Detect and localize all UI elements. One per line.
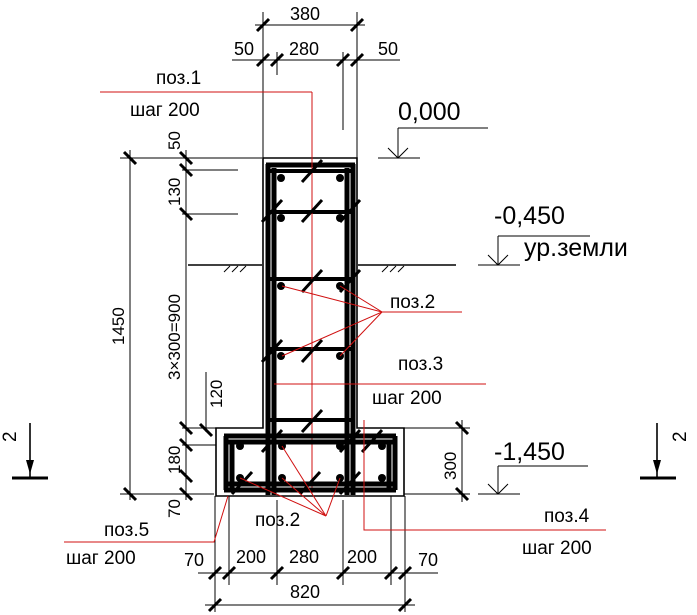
level-ground-label: ур.земли (524, 234, 628, 262)
dim-bottom-right: 200 (347, 547, 377, 567)
callout-pos5: поз.5 (104, 520, 149, 541)
callout-pos4: поз.4 (544, 506, 590, 527)
dim-left-slab: 180 (165, 446, 184, 474)
dim-bottom-middle: 280 (289, 547, 319, 567)
callout-pos2-bottom: поз.2 (255, 510, 300, 531)
level-marks: 0,000 -0,450 ур.земли -1,450 (378, 98, 628, 495)
dim-left-step2: 120 (207, 380, 226, 408)
dim-top-total: 380 (290, 4, 320, 24)
callout-pos1: поз.1 (156, 68, 201, 89)
dim-left-bottom-cover: 70 (165, 499, 184, 518)
dim-top-middle: 280 (289, 39, 319, 59)
bottom-dimensions: 70 200 280 200 70 820 (184, 496, 438, 613)
concrete-outline (215, 157, 405, 497)
callout-pos2-right: поз.2 (390, 292, 435, 313)
dim-bottom-left: 200 (236, 547, 266, 567)
dim-top-left-cover: 50 (234, 39, 254, 59)
level-top: 0,000 (398, 98, 461, 126)
dim-bottom-left-cover: 70 (184, 550, 204, 570)
dim-top-right-cover: 50 (378, 39, 398, 59)
dim-left-step: 130 (165, 178, 184, 206)
dim-bottom-total: 820 (290, 582, 320, 602)
level-bottom: -1,450 (494, 438, 565, 466)
top-dimensions: 380 50 280 50 (232, 4, 400, 158)
dim-left-total: 1450 (109, 307, 128, 345)
callout-pos3: поз.3 (398, 354, 443, 375)
section-marks: 2 2 (0, 423, 691, 480)
callout-pos4-step: шаг 200 (522, 538, 592, 559)
level-ground: -0,450 (494, 202, 565, 230)
callout-pos1-step: шаг 200 (130, 100, 200, 121)
dim-right-slab: 300 (441, 452, 460, 480)
section-mark-left: 2 (0, 431, 21, 442)
dim-left-spacing: 3×300=900 (165, 294, 184, 380)
section-mark-right: 2 (670, 431, 691, 442)
rebar-slash-marks (230, 158, 384, 496)
left-dimensions: 1450 50 130 3×300=900 180 70 120 (109, 131, 262, 518)
right-dimension: 300 (404, 420, 470, 502)
ground-line (188, 264, 456, 273)
dim-left-top-cover: 50 (165, 131, 184, 150)
callout-pos3-step: шаг 200 (372, 388, 442, 409)
callouts: поз.1 шаг 200 поз.2 поз.3 шаг 200 поз.2 … (66, 68, 592, 569)
callout-pos5-step: шаг 200 (66, 548, 136, 569)
callout-leaders (64, 91, 606, 543)
dim-bottom-right-cover: 70 (418, 550, 438, 570)
